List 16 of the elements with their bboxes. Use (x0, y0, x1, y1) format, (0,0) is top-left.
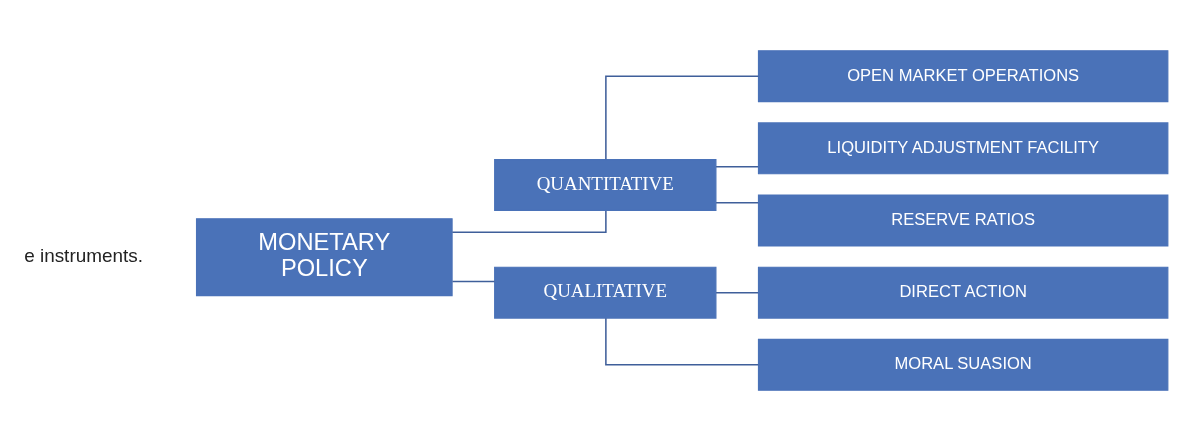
connector (605, 75, 760, 160)
node-box: RESERVE RATIOS (757, 194, 1169, 247)
node-box: OPEN MARKET OPERATIONS (757, 50, 1169, 103)
connector (451, 210, 607, 234)
node-box: MORAL SUASION (757, 338, 1169, 391)
connector (451, 280, 496, 283)
connector (605, 317, 760, 366)
node-box: LIQUIDITY ADJUSTMENT FACILITY (757, 122, 1169, 175)
node-box: QUALITATIVE (494, 266, 717, 319)
node-box: DIRECT ACTION (757, 266, 1169, 319)
label: e instruments. (24, 244, 143, 266)
connector (715, 165, 759, 168)
node-box: QUANTITATIVE (494, 159, 717, 212)
node-box: MONETARY POLICY (195, 218, 453, 297)
connector (715, 291, 759, 294)
connector (715, 202, 759, 204)
